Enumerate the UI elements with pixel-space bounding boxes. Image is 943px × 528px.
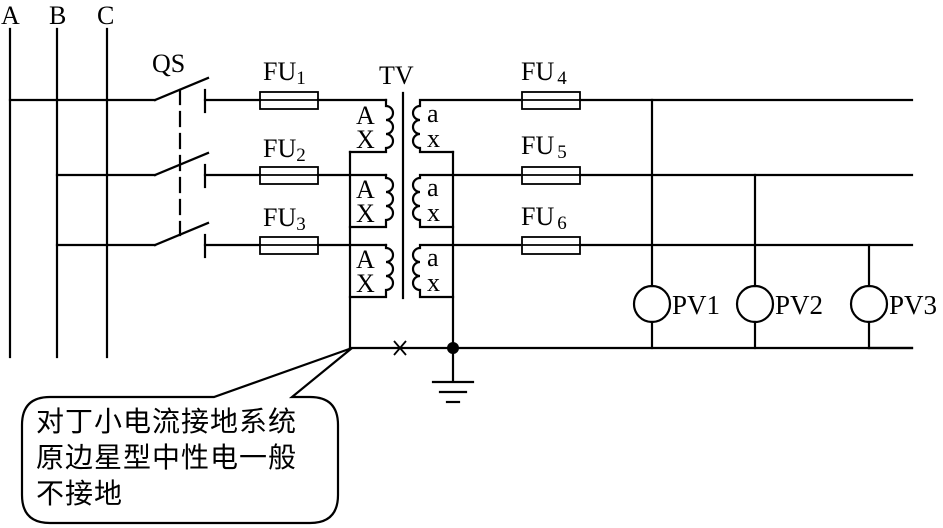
- voltmeter-label-pv3: PV3: [889, 290, 937, 320]
- voltmeter-pv3: [849, 284, 889, 324]
- secondary-terminal-a-2: a: [427, 173, 439, 202]
- transformer-secondary-windings: [411, 98, 522, 350]
- callout-bubble: [20, 346, 353, 525]
- primary-terminal-a-3: A: [356, 245, 375, 274]
- primary-terminal-x-1: X: [356, 125, 375, 154]
- primary-terminal-x-2: X: [356, 199, 375, 228]
- secondary-terminal-x-3: x: [427, 268, 440, 297]
- callout-text: 对丁小电流接地系统 原边星型中性电一般 不接地: [36, 404, 336, 512]
- phase-label-c: C: [97, 1, 114, 30]
- voltmeter-label-pv1: PV1: [672, 290, 720, 320]
- phase-label-b: B: [49, 1, 66, 30]
- fuse-label-fu3: FU3: [263, 203, 306, 235]
- primary-terminal-a-1: A: [356, 101, 375, 130]
- primary-terminal-x-3: X: [356, 269, 375, 298]
- secondary-terminal-a-3: a: [427, 243, 439, 272]
- voltmeter-pv2: [735, 284, 775, 324]
- open-neutral-x-mark: [393, 340, 407, 356]
- disconnect-switch-qs: [153, 76, 210, 259]
- fuse-label-fu2: FU2: [263, 134, 306, 166]
- secondary-terminal-x-1: x: [427, 124, 440, 153]
- transformer-primary-windings: [348, 98, 395, 350]
- callout-line-3: 不接地: [36, 477, 124, 510]
- ground-icon: [431, 346, 475, 404]
- callout-line-2: 原边星型中性电一般: [36, 441, 298, 474]
- voltmeter-pv1: [632, 284, 672, 324]
- phase-label-a: A: [1, 1, 20, 30]
- secondary-terminal-x-2: x: [427, 198, 440, 227]
- switch-label: QS: [152, 49, 185, 78]
- voltmeter-label-pv2: PV2: [775, 290, 823, 320]
- primary-terminal-a-2: A: [356, 175, 375, 204]
- fuse-label-fu1: FU1: [263, 57, 306, 89]
- callout-line-1: 对丁小电流接地系统: [36, 405, 298, 438]
- secondary-terminal-a-1: a: [427, 99, 439, 128]
- transformer-label: TV: [379, 61, 414, 90]
